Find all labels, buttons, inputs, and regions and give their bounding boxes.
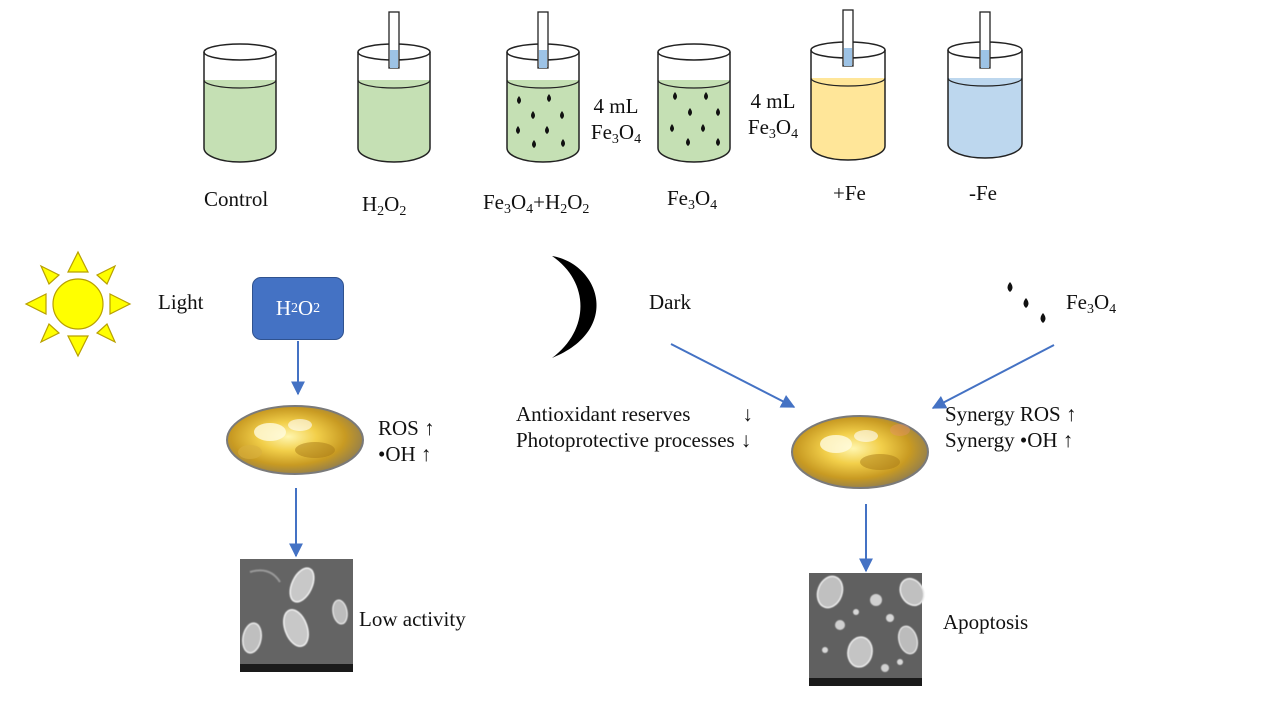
label-fe3o4-h2o2: Fe3O4+H2O2 [483, 190, 590, 217]
beaker-minus-fe [947, 11, 1023, 159]
dose-agent: Fe3O4 [590, 120, 642, 148]
label-plus-fe: +Fe [833, 181, 866, 205]
dose-annotation-1: 4 mL Fe3O4 [585, 93, 647, 148]
effects-left: ROS ↑ •OH ↑ [378, 415, 435, 468]
arrow-dark-to-cell [670, 343, 796, 408]
particles-icon [670, 92, 720, 146]
beaker-fe3o4-h2o2 [506, 11, 580, 163]
moon-icon [552, 256, 597, 358]
effect-antioxidant: Antioxidant reserves [516, 402, 691, 426]
dose-agent: Fe3O4 [747, 115, 799, 143]
label-dark: Dark [649, 290, 691, 314]
label-minus-fe: -Fe [969, 181, 997, 205]
dose-annotation-2: 4 mL Fe3O4 [742, 88, 804, 143]
effect-synergy-oh: Synergy •OH ↑ [945, 428, 1074, 453]
label-control: Control [204, 187, 269, 211]
effects-right: Synergy ROS ↑ Synergy •OH ↑ [945, 401, 1076, 454]
sun-icon [24, 250, 132, 358]
label-fe3o4-condition: Fe3O4 [1066, 290, 1117, 317]
beaker-plus-fe [810, 9, 886, 161]
dropper-icon [537, 11, 549, 69]
arrow-down-icon: ↓ [742, 402, 753, 426]
effect-oh: •OH ↑ [378, 442, 432, 467]
label-fe3o4: Fe3O4 [667, 186, 718, 213]
effect-ros: ROS ↑ [378, 416, 435, 440]
beaker-fe3o4 [657, 43, 731, 163]
effects-middle: Antioxidant reserves ↓ Photoprotective pr… [516, 401, 753, 454]
dropper-icon [388, 11, 400, 69]
algal-cell-right [791, 415, 929, 489]
dropper-icon [842, 9, 854, 67]
dropper-icon [979, 11, 991, 69]
sem-image-low-activity [240, 559, 353, 672]
outcome-low-activity: Low activity [359, 607, 466, 631]
arrow-fe3o4-to-cell [931, 344, 1055, 409]
effect-synergy-ros: Synergy ROS ↑ [945, 402, 1077, 426]
beaker-h2o2 [357, 11, 431, 163]
particles-icon [516, 94, 565, 148]
effect-photoprotective: Photoprotective processes [516, 428, 735, 453]
label-light: Light [158, 290, 204, 314]
sem-image-apoptosis [809, 573, 925, 686]
outcome-apoptosis: Apoptosis [943, 610, 1029, 634]
arrow-down-icon: ↓ [740, 428, 752, 453]
dose-amount: 4 mL [750, 89, 796, 113]
dose-amount: 4 mL [593, 94, 639, 118]
label-h2o2: H2O2 [362, 192, 407, 219]
algal-cell-left [226, 405, 364, 475]
fe3o4-particles-icon [1007, 282, 1046, 323]
beaker-control [203, 43, 277, 163]
